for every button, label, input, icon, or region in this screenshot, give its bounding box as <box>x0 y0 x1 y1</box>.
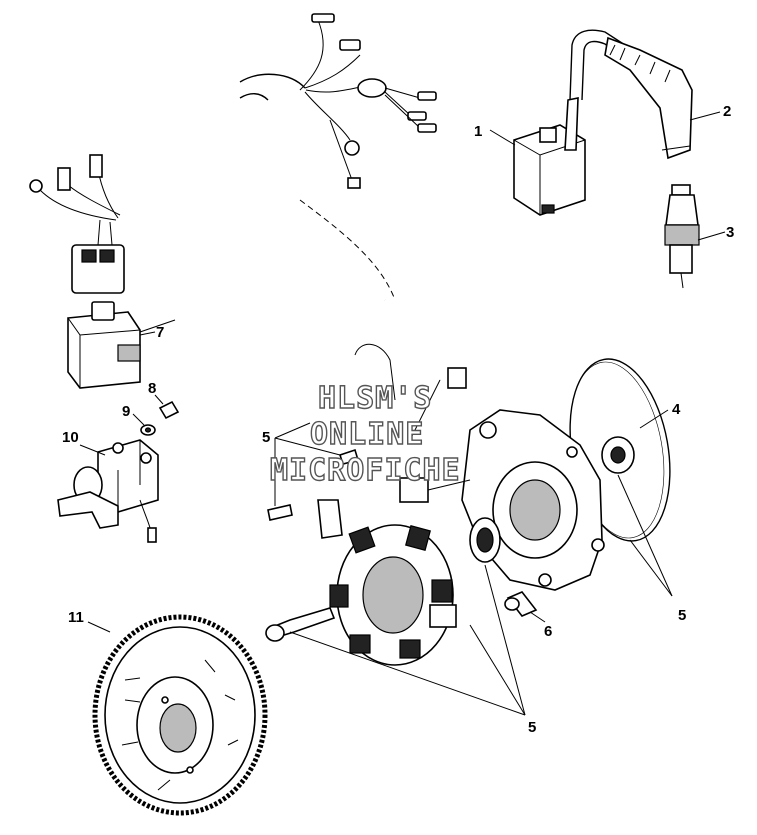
part-5-screws <box>265 448 360 642</box>
wiring-harness <box>29 13 437 294</box>
callout-5-right: 5 <box>678 607 686 624</box>
callout-7: 7 <box>156 324 164 341</box>
watermark: HLSM'S ONLINE MICROFICHE <box>269 380 461 488</box>
part-3-spark-plug <box>664 184 700 289</box>
part-2-plug-cap <box>604 36 693 160</box>
pickup-wires <box>299 199 471 503</box>
part-11-flywheel <box>92 614 268 816</box>
watermark-line-3: MICROFICHE <box>270 453 461 488</box>
watermark-line-1: HLSM'S <box>318 381 432 416</box>
callout-5-left: 5 <box>262 429 270 446</box>
callout-11: 11 <box>68 609 84 626</box>
callout-6: 6 <box>544 623 552 640</box>
part-7-cdi-box <box>67 301 176 389</box>
oil-seal-lower <box>469 517 501 563</box>
callout-9: 9 <box>122 403 130 420</box>
leader-lines <box>87 111 726 716</box>
callout-2: 2 <box>723 103 731 120</box>
callout-8: 8 <box>148 380 156 397</box>
callout-4: 4 <box>672 401 681 418</box>
part-6-bolt <box>504 591 538 617</box>
callout-labels: 1 2 3 4 5 5 5 6 7 8 9 10 11 <box>62 103 734 736</box>
part-1-ignition-coil <box>513 29 626 216</box>
part-10-solenoid <box>57 439 159 543</box>
part-8-screw <box>154 394 180 420</box>
callout-5-bottom: 5 <box>528 719 536 736</box>
part-9-washer <box>132 413 156 436</box>
callout-3: 3 <box>726 224 734 241</box>
callout-1: 1 <box>474 123 482 140</box>
stator-coil <box>329 524 457 666</box>
watermark-line-2: ONLINE <box>310 417 424 452</box>
stator-plate <box>461 409 635 591</box>
callout-10: 10 <box>62 429 79 446</box>
